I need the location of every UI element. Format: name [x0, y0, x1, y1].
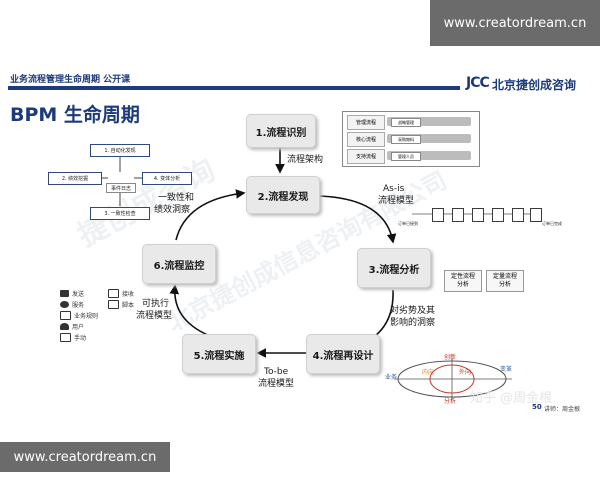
architecture-row-bar — [387, 134, 471, 143]
script-icon — [108, 300, 119, 309]
receive-icon — [108, 289, 119, 298]
edge-label-tobe-2: 流程模型 — [258, 379, 295, 389]
legend-row: 手动 — [60, 332, 158, 343]
stage-identify[interactable]: 1.流程识别 — [246, 114, 316, 148]
logo-text: 北京捷创成咨询 — [492, 78, 577, 92]
lecturer-credit: 讲师：周金根 — [544, 406, 581, 413]
arrow-discover-analyze — [317, 195, 397, 244]
watermark-top: www.creatordream.cn — [430, 0, 600, 46]
asis-flow-start: 订单已接到 — [398, 221, 418, 226]
architecture-row-bar — [387, 151, 471, 160]
redesign-change: 变革 — [500, 366, 513, 373]
stage-discover[interactable]: 2.流程发现 — [246, 176, 320, 214]
architecture-row-label: 核心流程 — [347, 132, 385, 147]
stage-monitor[interactable]: 6.流程监控 — [142, 244, 216, 284]
legend-row: 用户 — [60, 321, 158, 332]
edge-label-architecture: 流程架构 — [287, 155, 324, 165]
architecture-row-tag: 采购物料 — [391, 135, 421, 144]
stage-analyze[interactable]: 3.流程分析 — [357, 248, 431, 288]
service-icon — [60, 301, 69, 308]
page-title: BPM 生命周期 — [10, 104, 140, 126]
edge-label-executable-2: 流程模型 — [136, 311, 173, 321]
stage-implement[interactable]: 5.流程实施 — [182, 334, 256, 374]
mining-variant: 4. 变体分析 — [142, 172, 192, 185]
architecture-row-bar — [387, 117, 471, 126]
mining-event-log: 事件日志 — [106, 183, 136, 193]
watermark-bottom: www.creatordream.cn — [0, 442, 170, 472]
redesign-analysis: 分析 — [444, 398, 457, 405]
user-icon — [60, 323, 69, 330]
analysis-qualitative-line2: 分析 — [456, 281, 469, 288]
architecture-row-tag: 战略管理 — [391, 118, 421, 127]
send-icon — [60, 290, 69, 297]
asis-flow-end: 订单已完成 — [542, 221, 562, 226]
analysis-quantitative: 定量流程分析 — [486, 270, 524, 292]
architecture-row-tag: 管理人员 — [391, 152, 421, 161]
legend-label: 业务规则 — [74, 313, 99, 320]
analysis-quantitative-line2: 分析 — [498, 281, 511, 288]
edge-label-insight-2: 影响的洞察 — [390, 318, 436, 328]
zhihu-watermark: 知乎 @周金根 — [470, 391, 553, 406]
mining-performance: 2. 绩效挖掘 — [48, 172, 102, 185]
legend-row: 服务 脚本 — [60, 299, 158, 310]
analysis-quantitative-line1: 定量流程 — [492, 273, 517, 280]
mining-auto-discovery: 1. 自动化发现 — [90, 144, 150, 157]
architecture-row-label: 支持流程 — [347, 149, 385, 164]
mining-conformance: 3. 一致性检查 — [90, 207, 150, 220]
edge-label-consistency-1: 一致性和 — [158, 193, 195, 203]
redesign-inner-ellipse — [429, 364, 475, 394]
arrow-implement-monitor — [169, 284, 211, 337]
logo-icon: JCC — [466, 75, 490, 91]
asis-flow-step — [472, 208, 484, 222]
redesign-inward: 内向 — [422, 369, 435, 376]
redesign-outward: 外向 — [459, 369, 472, 376]
stage-redesign[interactable]: 4.流程再设计 — [306, 334, 380, 374]
edge-label-insight-1: 对劣势及其 — [390, 306, 436, 316]
edge-label-consistency-2: 绩效洞察 — [154, 205, 191, 215]
edge-label-tobe-1: To-be — [264, 367, 289, 377]
legend-label: 用户 — [72, 324, 85, 331]
slide-header-text: 业务流程管理生命周期 公开课 — [10, 75, 131, 85]
legend-label: 接收 — [122, 291, 135, 298]
business-rule-icon — [60, 311, 71, 320]
asis-flow-step — [530, 208, 542, 222]
asis-flow-step — [432, 208, 444, 222]
architecture-row: 管理流程 战略管理 — [347, 115, 473, 130]
edge-label-asis-2: 流程模型 — [378, 196, 415, 206]
legend-row: 业务规则 — [60, 310, 158, 321]
architecture-row: 核心流程 采购物料 — [347, 132, 473, 147]
architecture-row: 支持流程 管理人员 — [347, 149, 473, 164]
analysis-qualitative-line1: 定性流程 — [450, 273, 475, 280]
architecture-row-label: 管理流程 — [347, 115, 385, 130]
legend-label: 服务 — [72, 302, 85, 309]
legend-label: 发送 — [72, 291, 85, 298]
asis-flow-step — [512, 208, 524, 222]
architecture-table: 管理流程 战略管理 核心流程 采购物料 支持流程 管理人员 — [342, 111, 480, 167]
edge-label-asis-1: As-is — [383, 184, 405, 194]
arrow-monitor-discover — [175, 189, 246, 241]
edge-label-executable-1: 可执行 — [142, 299, 170, 309]
legend-row: 发送 接收 — [60, 288, 158, 299]
asis-flow-step — [492, 208, 504, 222]
redesign-business: 业务 — [385, 374, 398, 381]
asis-flow-step — [452, 208, 464, 222]
legend-label: 脚本 — [122, 302, 135, 309]
bpmn-legend: 发送 接收 服务 脚本 业务规则 用户 手动 — [60, 288, 158, 343]
manual-icon — [60, 333, 71, 342]
header-divider — [8, 86, 460, 90]
redesign-innovation: 创新 — [444, 354, 457, 361]
slide-number: 50 — [532, 403, 542, 411]
analysis-qualitative: 定性流程分析 — [444, 270, 482, 292]
legend-label: 手动 — [74, 335, 87, 342]
